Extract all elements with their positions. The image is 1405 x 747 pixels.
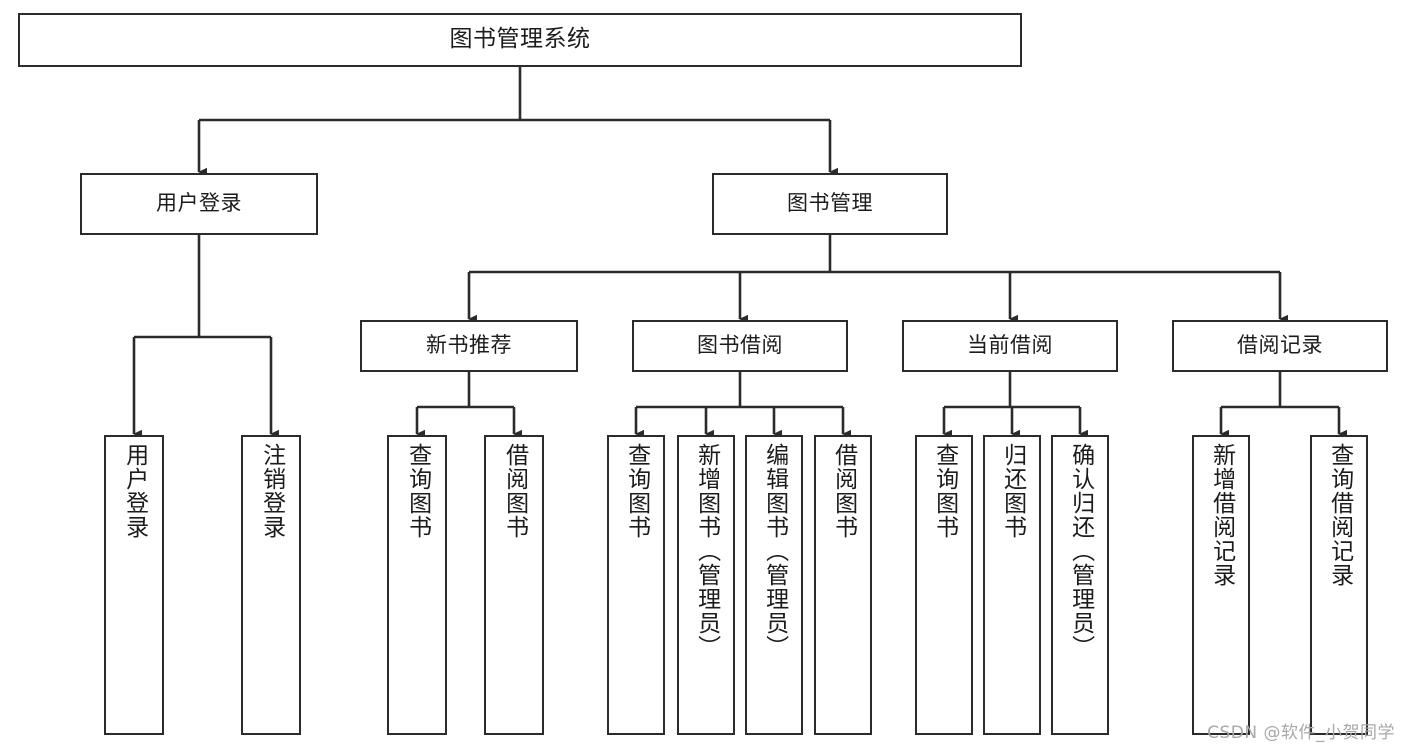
node-label: 查询图书 <box>931 443 958 539</box>
node-label: 借阅图书 <box>501 443 528 539</box>
node-current-borrowing[interactable]: 当前借阅 <box>902 320 1118 372</box>
node-leaf-query-book-current[interactable]: 查询图书 <box>915 435 973 735</box>
node-leaf-logout[interactable]: 注销登录 <box>241 435 301 735</box>
node-label: 新增图书（管理员） <box>693 443 720 659</box>
node-label: 新书推荐 <box>426 333 512 358</box>
node-label: 查询借阅记录 <box>1326 443 1353 587</box>
node-label: 用户登录 <box>121 443 148 539</box>
node-label: 确认归还（管理员） <box>1067 443 1094 659</box>
node-label: 用户登录 <box>156 191 242 216</box>
node-label: 图书管理 <box>787 191 873 216</box>
node-leaf-add-book-admin[interactable]: 新增图书（管理员） <box>677 435 735 735</box>
node-label: 新增借阅记录 <box>1208 443 1235 587</box>
node-borrowing-record[interactable]: 借阅记录 <box>1172 320 1388 372</box>
node-root-book-management-system[interactable]: 图书管理系统 <box>18 13 1022 67</box>
node-leaf-edit-book-admin[interactable]: 编辑图书（管理员） <box>745 435 803 735</box>
node-label: 归还图书 <box>999 443 1026 539</box>
node-label: 图书借阅 <box>697 333 783 358</box>
node-label: 当前借阅 <box>967 333 1053 358</box>
node-label: 图书管理系统 <box>449 26 591 53</box>
node-leaf-query-borrow-record[interactable]: 查询借阅记录 <box>1310 435 1368 735</box>
node-label: 注销登录 <box>258 443 285 539</box>
node-leaf-return-book[interactable]: 归还图书 <box>983 435 1041 735</box>
node-label: 借阅图书 <box>830 443 857 539</box>
node-user-login[interactable]: 用户登录 <box>80 173 318 235</box>
node-leaf-query-book-borrow[interactable]: 查询图书 <box>607 435 665 735</box>
node-label: 编辑图书（管理员） <box>761 443 788 659</box>
node-leaf-borrow-book-recommend[interactable]: 借阅图书 <box>484 435 544 735</box>
node-leaf-user-login[interactable]: 用户登录 <box>104 435 164 735</box>
node-book-borrowing[interactable]: 图书借阅 <box>632 320 848 372</box>
node-leaf-query-book-recommend[interactable]: 查询图书 <box>387 435 447 735</box>
node-book-management[interactable]: 图书管理 <box>712 173 948 235</box>
node-label: 查询图书 <box>623 443 650 539</box>
node-leaf-borrow-book[interactable]: 借阅图书 <box>814 435 872 735</box>
watermark-text: CSDN @软件_小贺同学 <box>1207 723 1395 743</box>
node-leaf-add-borrow-record[interactable]: 新增借阅记录 <box>1192 435 1250 735</box>
node-label: 查询图书 <box>404 443 431 539</box>
node-new-book-recommendation[interactable]: 新书推荐 <box>360 320 578 372</box>
node-label: 借阅记录 <box>1237 333 1323 358</box>
node-leaf-confirm-return-admin[interactable]: 确认归还（管理员） <box>1051 435 1109 735</box>
